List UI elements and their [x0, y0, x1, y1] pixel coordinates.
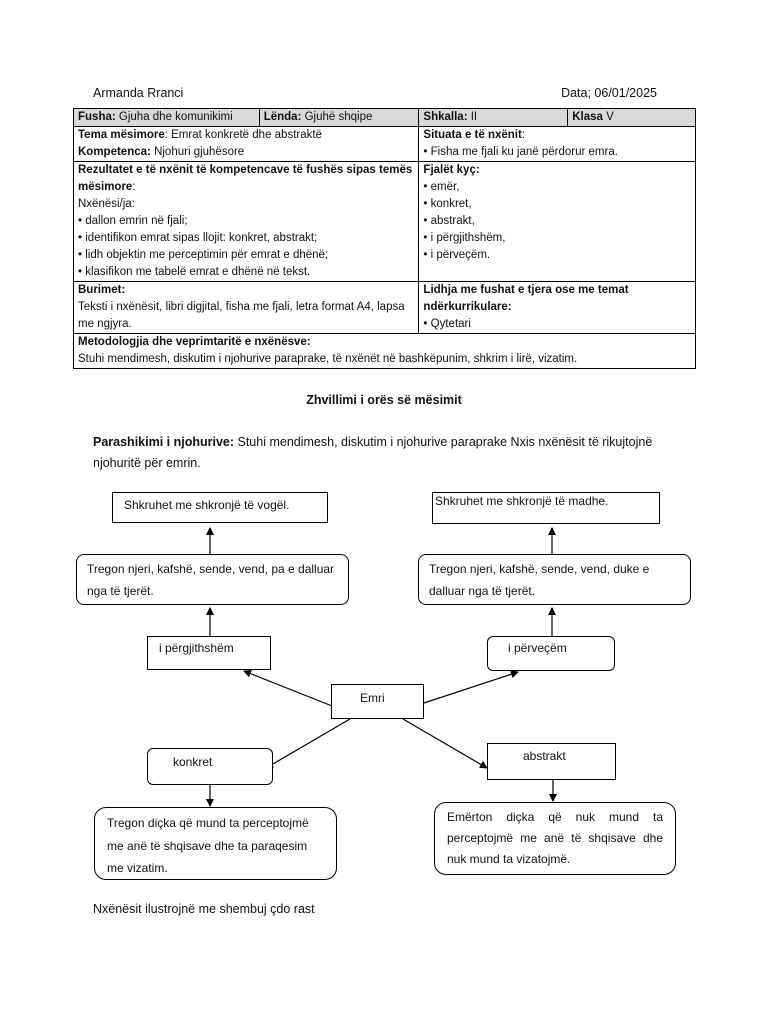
metodologjia-cell: Metodologjia dhe veprimtaritë e nxënësve…	[73, 333, 696, 369]
author-name: Armanda Rranci	[93, 86, 184, 100]
uppercase-rule-box: Shkruhet me shkronjë të madhe.	[432, 492, 660, 524]
lesson-plan-table: Fusha: Gjuha dhe komunikimi Lënda: Gjuhë…	[72, 108, 696, 369]
list-item: Fisha me fjali ku janë përdorur emra.	[423, 144, 691, 161]
list-item: dallon emrin në fjali;	[78, 213, 414, 230]
concrete-desc-box: Tregon diçka që mund ta perceptojmë me a…	[94, 807, 337, 880]
abstract-desc-box: Emërton diçka që nuk mund ta perceptojmë…	[434, 802, 676, 875]
table-row: Tema mësimore: Emrat konkretë dhe abstra…	[72, 126, 696, 162]
list-item: identifikon emrat sipas llojit: konkret,…	[78, 230, 414, 247]
rezultatet-cell: Rezultatet e të nxënit të kompetencave t…	[72, 161, 420, 282]
common-noun-box: i përgjithshëm	[147, 636, 271, 670]
intro-paragraph: Parashikimi i njohurive: Stuhi mendimesh…	[93, 435, 653, 470]
section-title: Zhvillimi i orës së mësimit	[306, 393, 462, 407]
common-noun-desc-box: Tregon njeri, kafshë, sende, vend, pa e …	[76, 554, 349, 605]
situata-cell: Situata e të nxënit: Fisha me fjali ku j…	[418, 126, 696, 162]
fusha-cell: Fusha: Gjuha dhe komunikimi	[73, 108, 260, 127]
list-item: emër,	[423, 179, 691, 196]
abstract-noun-box: abstrakt	[487, 743, 616, 780]
list-item: klasifikon me tabelë emrat e dhënë në te…	[78, 264, 414, 281]
center-noun-box: Emri	[331, 684, 424, 719]
list-item: konkret,	[423, 196, 691, 213]
lidhja-cell: Lidhja me fushat e tjera ose me temat nd…	[418, 281, 696, 334]
table-row: Rezultatet e të nxënit të kompetencave t…	[72, 161, 696, 282]
klasa-cell: Klasa V	[567, 108, 696, 127]
burimet-cell: Burimet: Teksti i nxënësit, libri digjit…	[72, 281, 420, 334]
lesson-date: Data; 06/01/2025	[561, 86, 657, 100]
list-item: i përgjithshëm,	[423, 230, 691, 247]
list-item: abstrakt,	[423, 213, 691, 230]
list-item: lidh objektin me perceptimin për emrat e…	[78, 247, 414, 264]
proper-noun-desc-box: Tregon njeri, kafshë, sende, vend, duke …	[418, 554, 691, 605]
concrete-noun-box: konkret	[147, 748, 273, 785]
table-row: Metodologjia dhe veprimtaritë e nxënësve…	[73, 333, 696, 369]
list-item: i përveçëm.	[423, 247, 691, 264]
proper-noun-box: i përveçëm	[487, 636, 615, 671]
fjalet-kyc-cell: Fjalët kyç: emër, konkret, abstrakt, i p…	[418, 161, 696, 282]
lowercase-rule-box: Shkruhet me shkronjë të vogël.	[112, 492, 328, 523]
footer-note: Nxënësit ilustrojnë me shembuj çdo rast	[93, 902, 315, 916]
table-row: Burimet: Teksti i nxënësit, libri digjit…	[72, 281, 696, 334]
list-item: Qytetari	[423, 316, 691, 333]
